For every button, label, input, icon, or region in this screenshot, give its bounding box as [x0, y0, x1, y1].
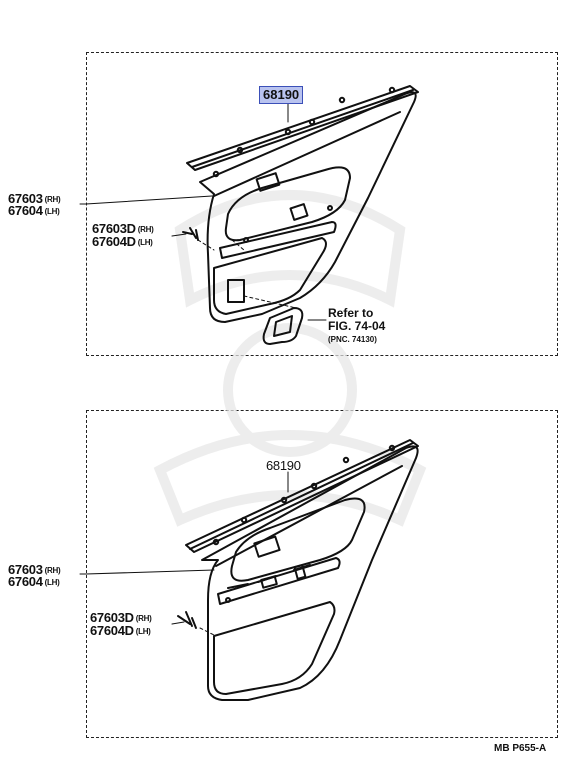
refer-figure-link[interactable]: FIG. 74-04: [328, 319, 386, 333]
bottom-trim-board-lh-label: 67604(LH): [8, 574, 60, 589]
bottom-leader-lines: [79, 471, 289, 637]
refer-to-text: Refer to: [328, 306, 374, 320]
top-trim-board-rh-side: (RH): [44, 195, 61, 204]
bottom-clip-rh-side: (RH): [135, 614, 152, 623]
top-leader-lines: [79, 103, 327, 321]
top-clip-lh-label: 67604D(LH): [92, 235, 153, 249]
diagram-code: MB P655-A: [494, 743, 547, 754]
bottom-clip-lh-side: (LH): [135, 627, 151, 636]
bottom-door-trim-board: [177, 439, 419, 701]
top-trim-board-lh-label: 67604(LH): [8, 203, 60, 218]
top-clip-rh-label: 67603D(RH): [92, 221, 154, 236]
bottom-weatherstrip-part-label[interactable]: 68190: [266, 458, 301, 473]
top-trim-board-rh-label: 67603(RH): [8, 191, 61, 206]
bottom-trim-board-rh-label: 67603(RH): [8, 562, 61, 577]
top-clip-lh-number[interactable]: 67604D: [92, 234, 136, 249]
bottom-clip-rh-label: 67603D(RH): [90, 610, 152, 625]
bottom-clip-lh-number[interactable]: 67604D: [90, 623, 134, 638]
bottom-clip-rh-number[interactable]: 67603D: [90, 610, 134, 625]
refer-pnc-text: (PNC. 74130): [328, 335, 377, 344]
top-clip-lh-side: (LH): [137, 238, 153, 247]
top-clip-rh-side: (RH): [137, 225, 154, 234]
top-reference-note: Refer to FIG. 74-04 (PNC. 74130): [328, 307, 385, 346]
bottom-trim-board-rh-number[interactable]: 67603: [8, 562, 43, 577]
bottom-trim-board-rh-side: (RH): [44, 566, 61, 575]
bottom-trim-board-lh-side: (LH): [44, 578, 60, 587]
top-trim-board-lh-side: (LH): [44, 207, 60, 216]
bottom-clip-lh-label: 67604D(LH): [90, 624, 151, 638]
top-clip-rh-number[interactable]: 67603D: [92, 221, 136, 236]
top-door-trim-board: [182, 85, 419, 345]
top-weatherstrip-part-label[interactable]: 68190: [259, 86, 304, 104]
top-trim-board-lh-number[interactable]: 67604: [8, 203, 43, 218]
top-trim-board-rh-number[interactable]: 67603: [8, 191, 43, 206]
bottom-trim-board-lh-number[interactable]: 67604: [8, 574, 43, 589]
